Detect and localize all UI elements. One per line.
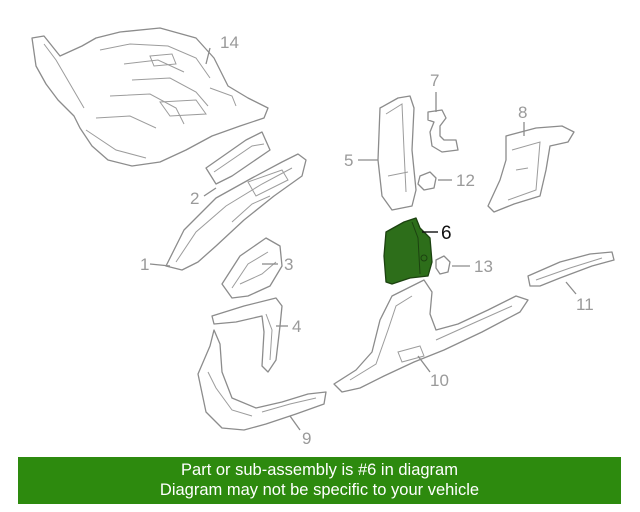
part-10-sill-plate (333, 279, 529, 393)
callout-2: 2 (190, 189, 199, 208)
callout-1: 1 (140, 255, 149, 274)
part-13-clip (435, 255, 451, 275)
part-14-floor-carpet (31, 27, 269, 167)
part-1-trim (165, 153, 307, 271)
part-7-handle (427, 109, 459, 153)
callout-8: 8 (518, 103, 527, 122)
callout-6: 6 (441, 223, 452, 244)
part-6-highlighted-panel (383, 217, 433, 285)
part-12-clip (417, 171, 437, 191)
callout-14: 14 (220, 33, 239, 52)
parts-diagram: 1 2 3 4 5 6 7 8 9 10 11 12 13 14 (31, 27, 615, 448)
part-9-sill-plate (197, 329, 327, 431)
part-2-cover (205, 131, 271, 185)
callout-5: 5 (344, 151, 353, 170)
callout-12: 12 (456, 171, 475, 190)
callout-7: 7 (430, 71, 439, 90)
callout-10: 10 (430, 371, 449, 390)
fitment-notice-banner: Part or sub-assembly is #6 in diagram Di… (18, 457, 621, 504)
part-4-trim (211, 297, 283, 373)
callout-13: 13 (474, 257, 493, 276)
callout-4: 4 (292, 317, 301, 336)
notice-line-disclaimer: Diagram may not be specific to your vehi… (159, 481, 480, 499)
part-8-pillar-trim (487, 125, 575, 213)
notice-line-part-number: Part or sub-assembly is #6 in diagram (181, 461, 458, 479)
callout-9: 9 (302, 429, 311, 448)
part-3-bracket (221, 237, 283, 299)
callout-3: 3 (284, 255, 293, 274)
callout-labels: 1 2 3 4 5 6 7 8 9 10 11 12 13 14 (140, 33, 594, 448)
callout-11: 11 (576, 295, 594, 314)
leader-lines (149, 47, 577, 431)
part-6-shape (383, 217, 433, 285)
part-5-pillar-trim (377, 95, 417, 211)
part-11-sill-plate (527, 251, 615, 287)
